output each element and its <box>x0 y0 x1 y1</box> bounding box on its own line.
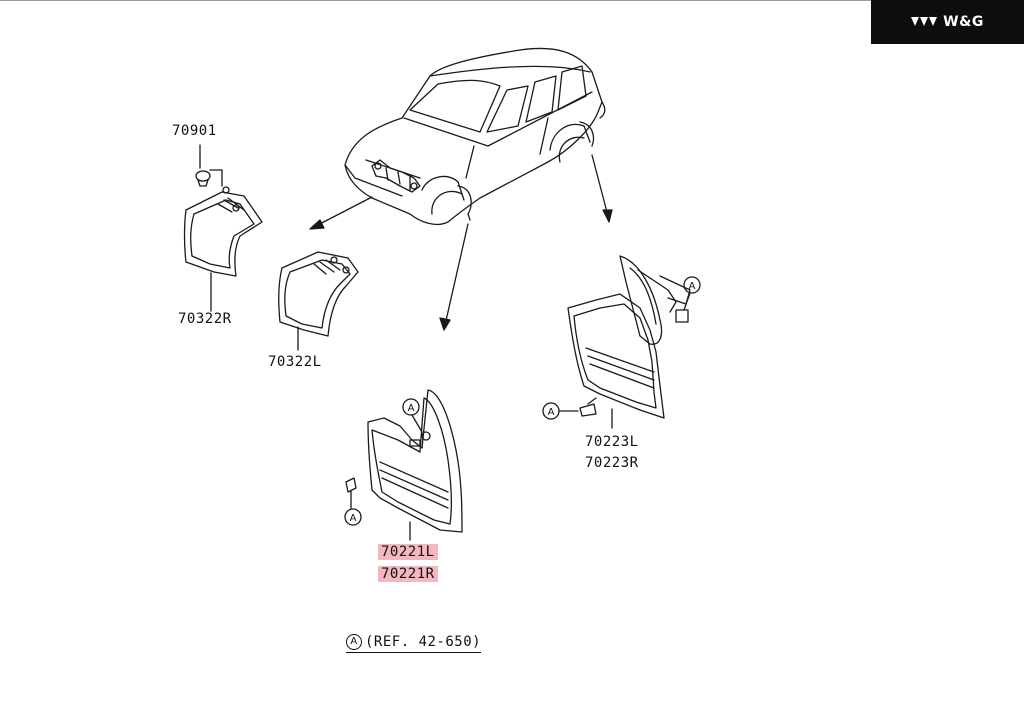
brand-logo-icon <box>911 17 938 26</box>
marker-a-rear-left: A <box>548 407 555 418</box>
front-mudflap-part <box>344 389 463 541</box>
marker-a-front-top: A <box>408 403 415 414</box>
reference-marker: A <box>346 634 362 650</box>
callout-rear-mudflap-left: 70223L <box>585 434 639 450</box>
rear-mudflap-part <box>542 255 701 429</box>
reference-text: (REF. 42-650) <box>365 634 482 650</box>
callout-splash-shield-right: 70322R <box>178 311 232 327</box>
callout-rear-mudflap-right: 70223R <box>585 455 639 471</box>
callout-front-mudflap-left-text: 70221L <box>378 544 438 560</box>
top-border-line <box>0 0 871 1</box>
clip-part <box>195 144 223 187</box>
marker-a-front-bottom: A <box>350 513 357 524</box>
splash-shield-left-part <box>278 251 359 351</box>
arrows <box>309 154 613 331</box>
marker-a-rear-top: A <box>689 281 696 292</box>
fastener-markers: A A A A <box>350 281 696 524</box>
reference-note: A (REF. 42-650) <box>346 634 482 653</box>
callout-front-mudflap-left: 70221L <box>378 544 438 561</box>
callout-front-mudflap-right: 70221R <box>378 566 438 583</box>
callout-front-mudflap-right-text: 70221R <box>378 566 438 582</box>
brand-badge: W&G <box>871 0 1024 44</box>
splash-shield-right-part <box>183 186 263 312</box>
callout-splash-shield-left: 70322L <box>268 354 322 370</box>
brand-name: W&G <box>943 14 984 30</box>
callout-clip: 70901 <box>172 123 217 139</box>
vehicle-illustration <box>344 47 606 226</box>
